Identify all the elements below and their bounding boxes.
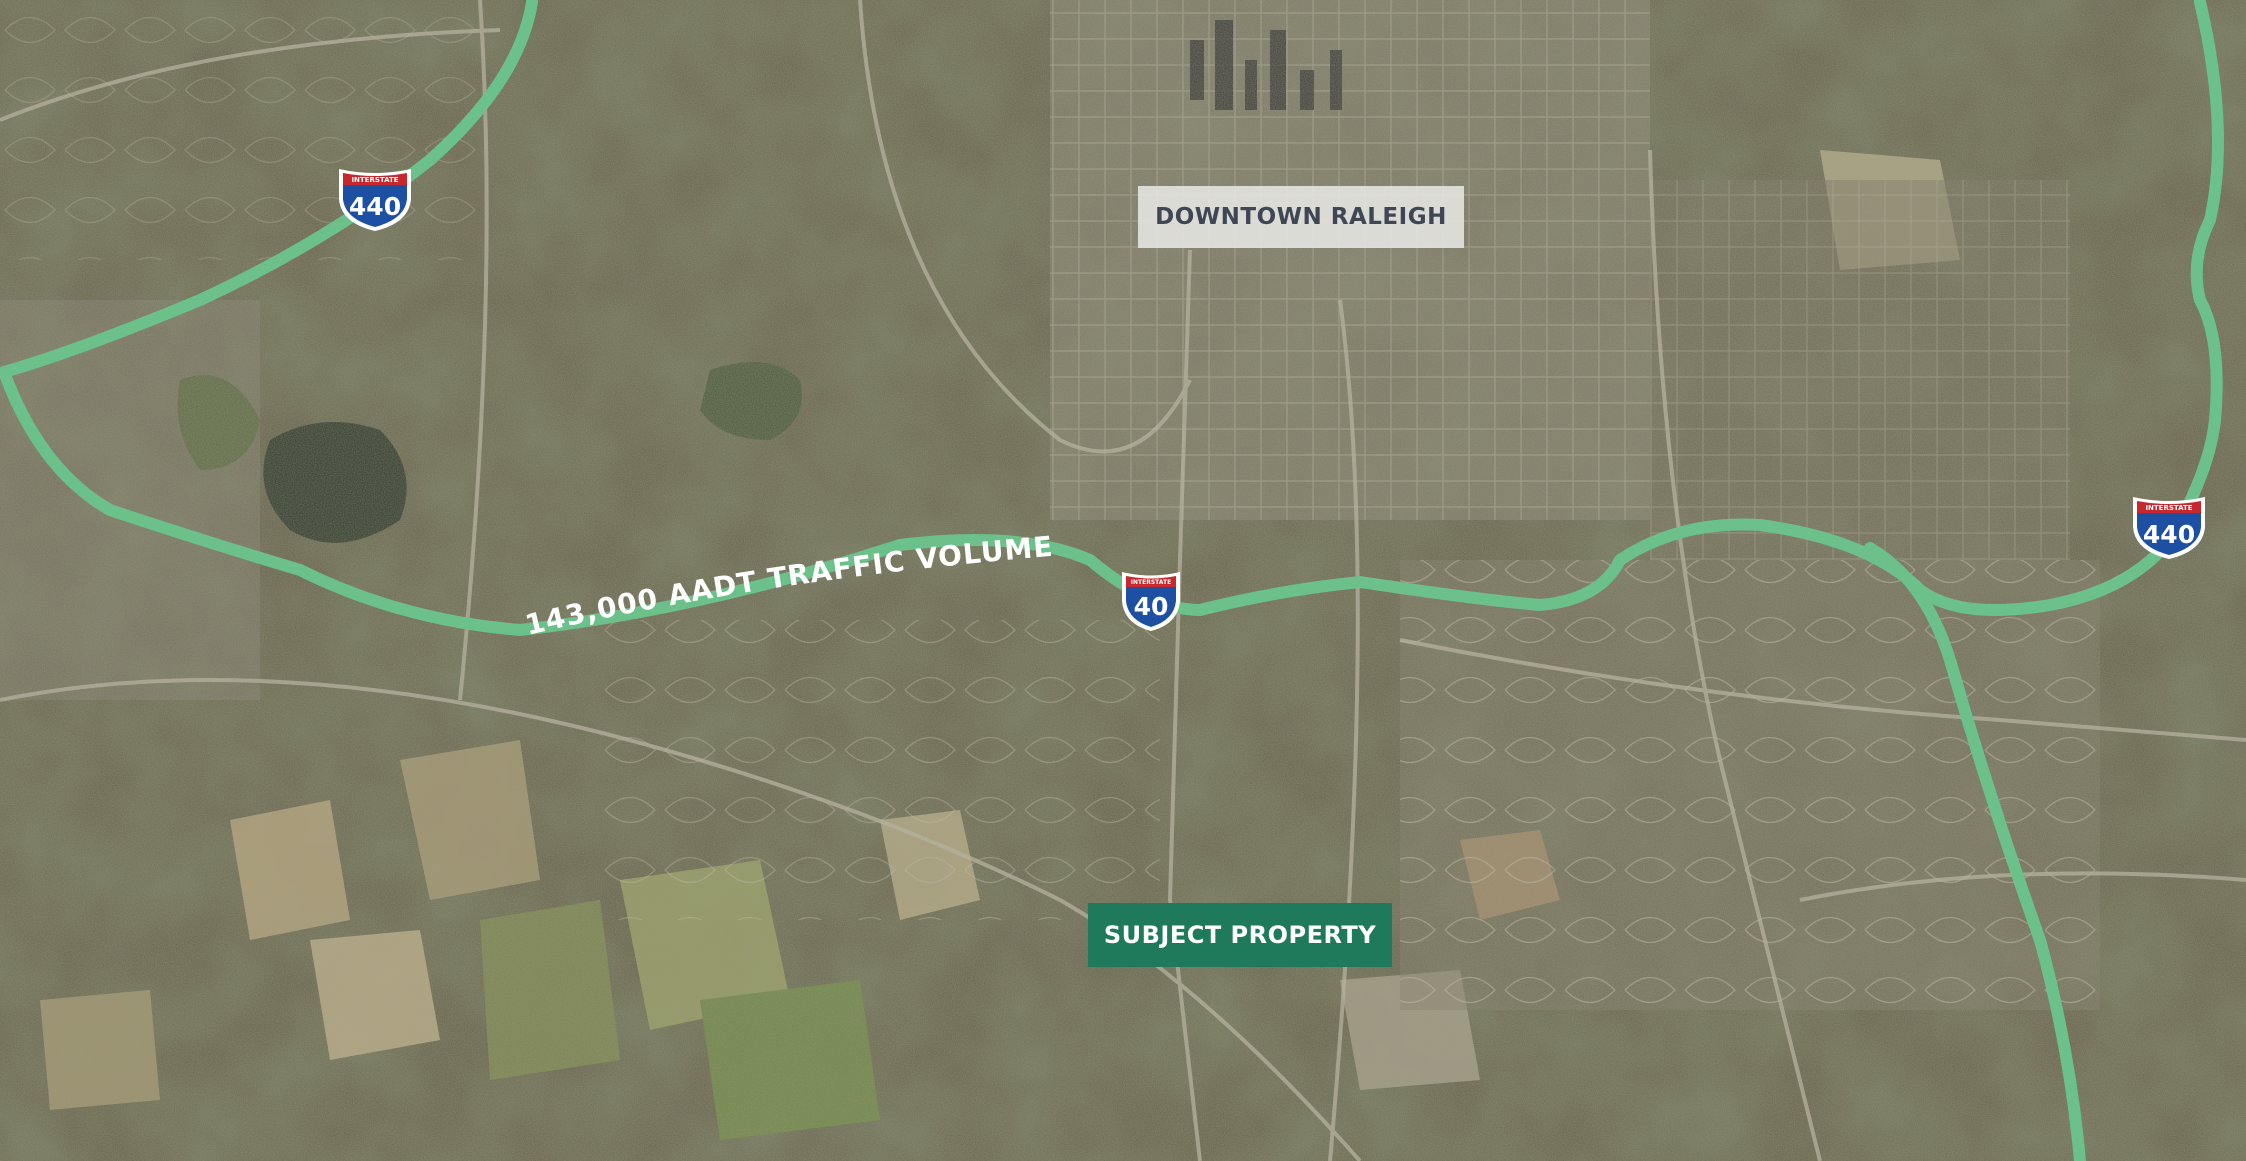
svg-text:440: 440 (2143, 520, 2195, 549)
highway-i440-west (0, 0, 538, 378)
svg-text:INTERSTATE: INTERSTATE (351, 176, 398, 184)
interstate-40-shield: INTERSTATE 40 (1122, 572, 1180, 631)
interstate-440-shield-northwest: INTERSTATE 440 (339, 169, 411, 231)
svg-text:40: 40 (1134, 592, 1169, 621)
highway-i40 (0, 0, 2224, 636)
interstate-440-shield-east: INTERSTATE 440 (2133, 497, 2205, 559)
svg-text:INTERSTATE: INTERSTATE (1131, 579, 1171, 586)
traffic-volume-label: 143,000 AADT TRAFFIC VOLUME (522, 530, 1055, 642)
highway-i440-south (1864, 542, 2086, 1161)
svg-text:INTERSTATE: INTERSTATE (2145, 504, 2192, 512)
downtown-raleigh-label: DOWNTOWN RALEIGH (1138, 186, 1464, 248)
subject-property-label[interactable]: SUBJECT PROPERTY (1088, 903, 1392, 967)
svg-text:440: 440 (349, 192, 401, 221)
